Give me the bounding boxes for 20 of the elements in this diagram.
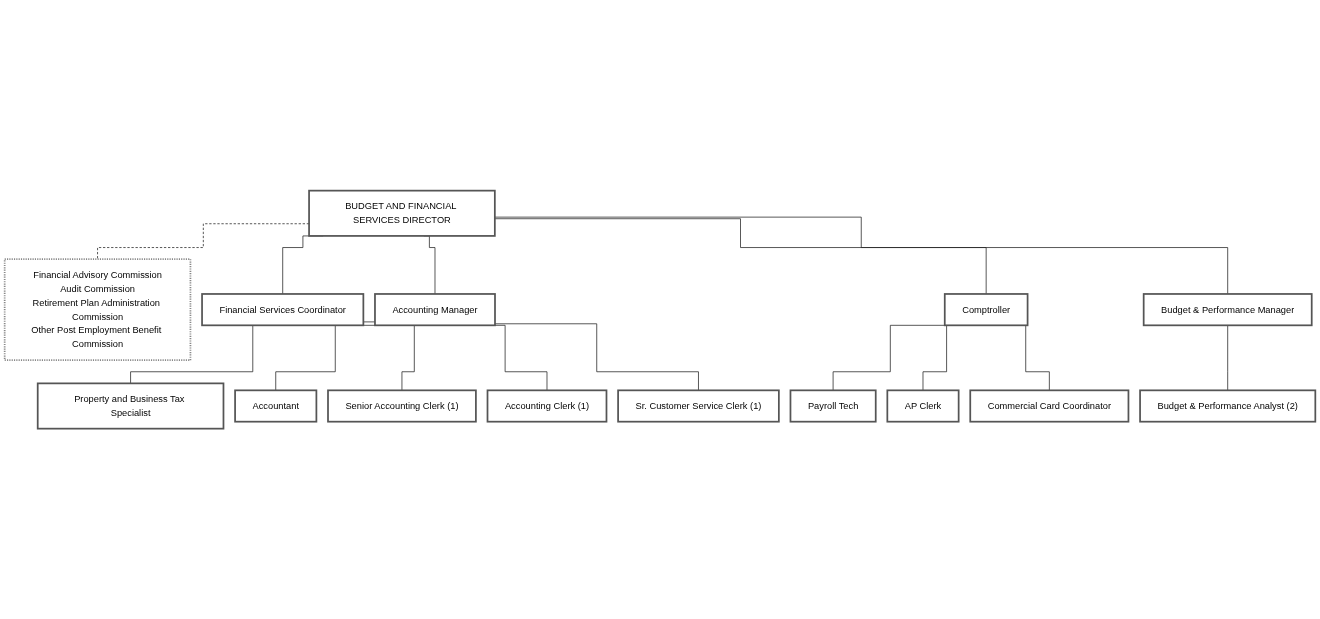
node-box: Financial Services Coordinator	[201, 292, 365, 327]
connector	[494, 218, 987, 295]
node-box: Accounting Clerk (1)	[486, 389, 608, 423]
connector	[494, 323, 699, 391]
node-box: Accountant	[234, 389, 318, 423]
connector	[97, 223, 310, 260]
connector	[1227, 324, 1229, 391]
node-box: Senior Accounting Clerk (1)	[327, 389, 477, 423]
node-box: Budget & Performance Analyst (2)	[1139, 389, 1317, 423]
node-box: Financial Advisory Commission Audit Commission Retirement Plan Administration Commission Other Post Employment Benefit Commission	[3, 258, 192, 361]
node-box: Payroll Tech	[789, 389, 877, 423]
connector	[494, 216, 1229, 295]
node-box: Comptroller	[943, 292, 1029, 327]
node-box: Accounting Manager	[374, 292, 496, 327]
node-box: Budget & Performance Manager	[1142, 292, 1313, 327]
node-box: Commercial Card Coordinator	[969, 389, 1130, 423]
node-box: AP Clerk	[886, 389, 960, 423]
node-box: BUDGET AND FINANCIAL SERVICES DIRECTOR	[308, 189, 496, 237]
node-box: Sr. Customer Service Clerk (1)	[617, 389, 780, 423]
node-box: Property and Business Tax Specialist	[36, 382, 225, 430]
